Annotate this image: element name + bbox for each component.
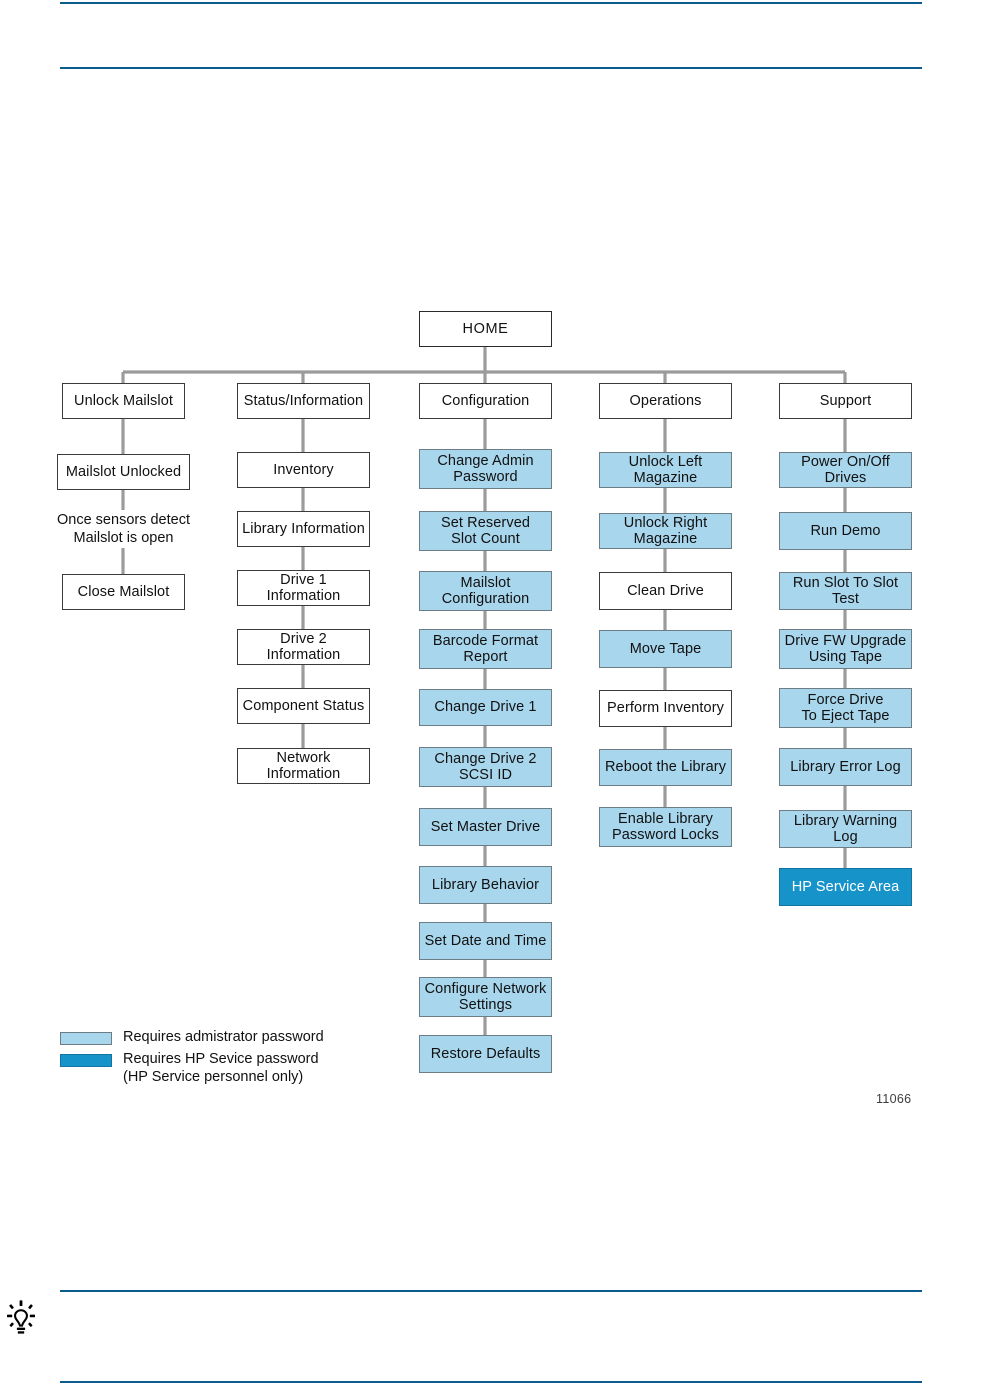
node-configuration[interactable]: Configuration	[419, 383, 552, 419]
node-hp-service-area[interactable]: HP Service Area	[779, 868, 912, 906]
node-label: Library Warning Log	[793, 812, 898, 845]
node-label: Run Slot To Slot Test	[792, 574, 899, 607]
legend-swatch-admin	[60, 1032, 112, 1045]
node-label: Network Information	[266, 749, 341, 782]
node-label: Library Behavior	[431, 876, 540, 893]
lightbulb-icon	[4, 1300, 38, 1336]
node-label: Inventory	[273, 461, 334, 478]
node-label: Set Date and Time	[424, 932, 547, 949]
node-library-information[interactable]: Library Information	[237, 511, 370, 547]
node-power-on-off-drives[interactable]: Power On/Off Drives	[779, 452, 912, 488]
node-label: Clean Drive	[627, 582, 704, 599]
node-label: Perform Inventory	[607, 700, 724, 717]
legend-row-admin: Requires admistrator password	[60, 1028, 390, 1047]
node-label: Component Status	[242, 697, 365, 714]
node-unlock-left-magazine[interactable]: Unlock Left Magazine	[599, 452, 732, 488]
node-network-information[interactable]: Network Information	[237, 748, 370, 784]
node-move-tape[interactable]: Move Tape	[599, 630, 732, 668]
node-label: Set Master Drive	[430, 818, 541, 835]
node-label: Unlock Mailslot	[74, 392, 173, 409]
node-close-mailslot[interactable]: Close Mailslot	[62, 574, 185, 610]
node-label: Unlock Right Magazine	[623, 514, 708, 547]
header-rule-top	[60, 2, 922, 4]
note-once-sensors-detect: Once sensors detect Mailslot is open	[47, 510, 200, 549]
node-library-error-log[interactable]: Library Error Log	[779, 748, 912, 786]
node-label: Status/Information	[243, 392, 364, 409]
node-library-behavior[interactable]: Library Behavior	[419, 866, 552, 904]
node-drive-1-information[interactable]: Drive 1 Information	[237, 570, 370, 606]
node-restore-defaults[interactable]: Restore Defaults	[419, 1035, 552, 1073]
figure-number: 11066	[876, 1092, 912, 1106]
node-label: Operations	[629, 392, 702, 409]
node-operations[interactable]: Operations	[599, 383, 732, 419]
node-reboot-the-library[interactable]: Reboot the Library	[599, 749, 732, 786]
node-library-warning-log[interactable]: Library Warning Log	[779, 810, 912, 848]
node-home[interactable]: HOME	[419, 311, 552, 347]
node-mailslot-unlocked[interactable]: Mailslot Unlocked	[57, 454, 190, 490]
node-label: Drive 1 Information	[266, 571, 341, 604]
node-label: Power On/Off Drives	[801, 453, 890, 486]
node-label: Unlock Left Magazine	[628, 453, 703, 486]
legend: Requires admistrator password Requires H…	[60, 1028, 390, 1090]
node-label: Configuration	[441, 392, 530, 409]
node-perform-inventory[interactable]: Perform Inventory	[599, 690, 732, 727]
node-clean-drive[interactable]: Clean Drive	[599, 572, 732, 610]
legend-label-admin: Requires admistrator password	[123, 1029, 324, 1045]
node-inventory[interactable]: Inventory	[237, 452, 370, 488]
header-rule-bottom	[60, 67, 922, 69]
node-label: HOME	[462, 320, 509, 337]
footer-rule-bottom	[60, 1381, 922, 1383]
footer-rule-top	[60, 1290, 922, 1292]
node-label: Library Error Log	[790, 758, 901, 775]
node-label: HP Service Area	[791, 878, 900, 895]
node-component-status[interactable]: Component Status	[237, 688, 370, 724]
node-label: Run Demo	[810, 522, 881, 539]
node-status-information[interactable]: Status/Information	[237, 383, 370, 419]
node-drive-2-information[interactable]: Drive 2 Information	[237, 629, 370, 665]
node-label: Close Mailslot	[77, 583, 170, 600]
node-set-date-and-time[interactable]: Set Date and Time	[419, 922, 552, 960]
note-line-2: Mailslot is open	[73, 530, 174, 547]
node-unlock-right-magazine[interactable]: Unlock Right Magazine	[599, 513, 732, 549]
note-line-1: Once sensors detect	[57, 512, 190, 528]
legend-swatch-service	[60, 1053, 112, 1067]
node-support[interactable]: Support	[779, 383, 912, 419]
node-label: Support	[819, 392, 872, 409]
node-label: Move Tape	[629, 640, 702, 657]
node-run-demo[interactable]: Run Demo	[779, 512, 912, 550]
node-label: Change Drive 1	[434, 699, 537, 716]
node-label: Mailslot Unlocked	[65, 463, 182, 480]
node-change-drive-1[interactable]: Change Drive 1	[419, 689, 552, 726]
legend-row-service: Requires HP Sevice password(HP Service p…	[60, 1050, 390, 1087]
legend-label-service: Requires HP Sevice password(HP Service p…	[123, 1050, 319, 1086]
node-run-slot-to-slot-test[interactable]: Run Slot To Slot Test	[779, 572, 912, 610]
node-label: Library Information	[242, 520, 365, 537]
node-set-master-drive[interactable]: Set Master Drive	[419, 808, 552, 846]
node-label: Reboot the Library	[604, 759, 727, 776]
node-label: Drive 2 Information	[266, 630, 341, 663]
node-unlock-mailslot[interactable]: Unlock Mailslot	[62, 383, 185, 419]
node-label: Restore Defaults	[430, 1045, 541, 1062]
